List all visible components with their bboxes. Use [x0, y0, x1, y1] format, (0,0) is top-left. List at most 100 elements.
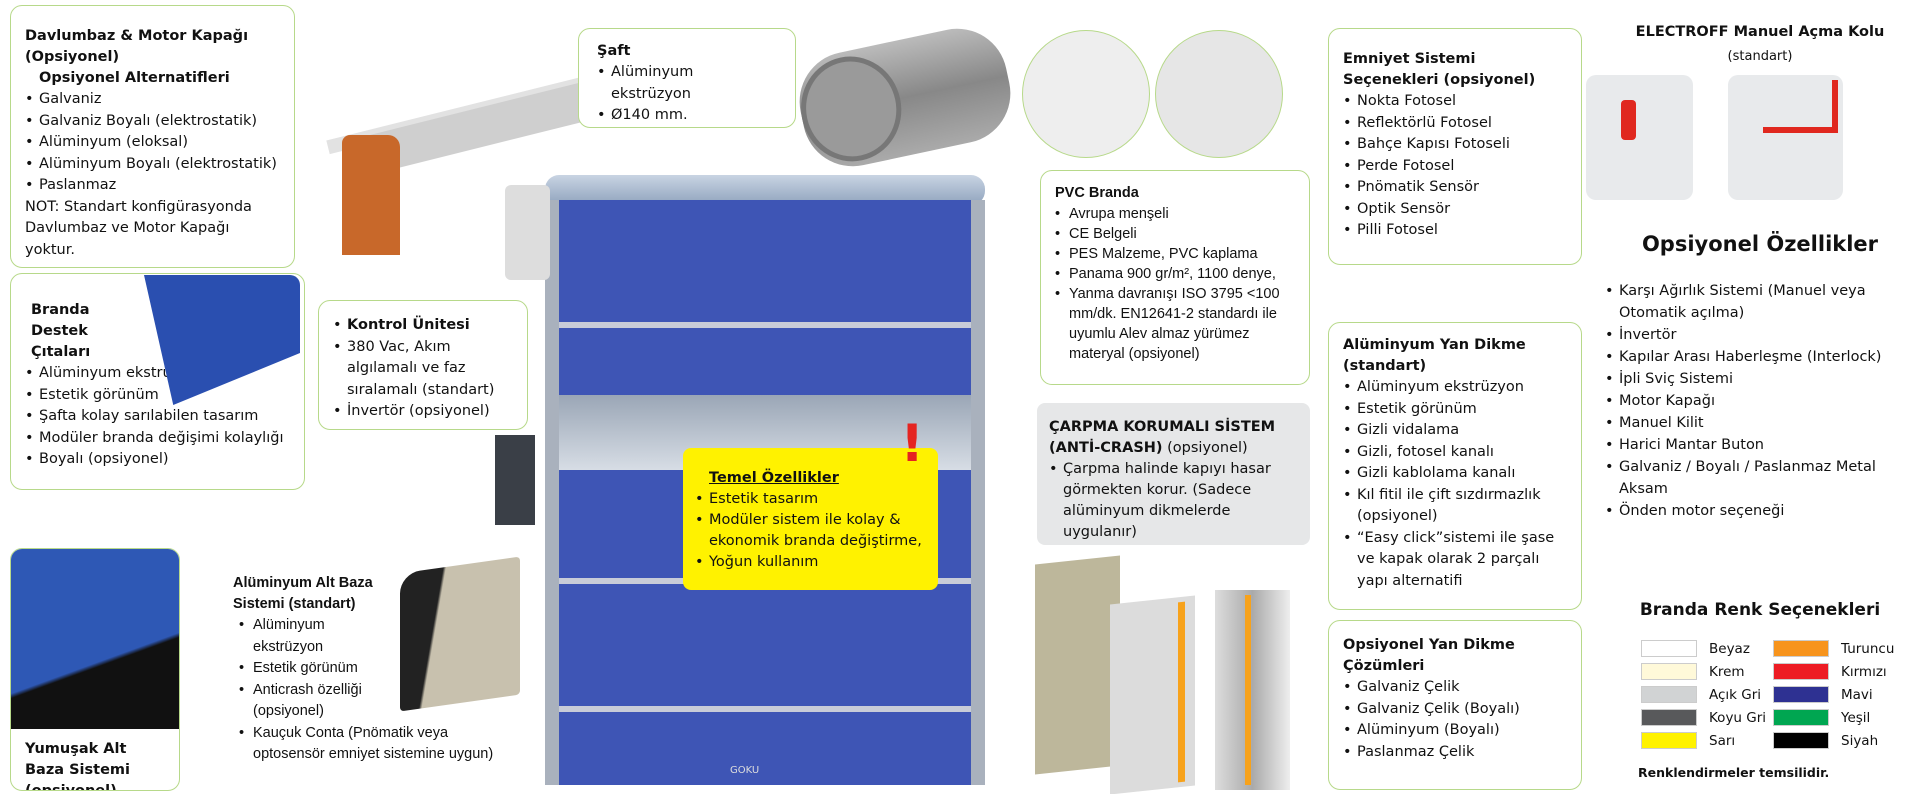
- sensor-image: [1155, 30, 1283, 158]
- ops-yan-list: Galvaniz ÇelikGalvaniz Çelik (Boyalı)Alü…: [1343, 677, 1567, 763]
- color-swatch: [1641, 709, 1697, 726]
- list-item: İpli Sviç Sistemi: [1605, 368, 1917, 390]
- list-item: Nokta Fotosel: [1343, 91, 1567, 113]
- list-item: Motor Kapağı: [1605, 390, 1917, 412]
- list-item: Optik Sensör: [1343, 199, 1567, 221]
- soft-bottom-image: [11, 549, 179, 729]
- list-item: Alüminyum (Boyalı): [1343, 720, 1567, 742]
- alt-baza-title: Alüminyum Alt Baza Sistemi (standart): [233, 575, 373, 612]
- handle-image-2: [1728, 75, 1843, 200]
- color-swatch: [1773, 709, 1829, 726]
- list-item: Ø140 mm.: [597, 105, 777, 127]
- list-item: Modüler branda değişimi kolaylığı: [25, 428, 290, 450]
- kontrol-box: Kontrol Ünitesi 380 Vac, Akım algılamalı…: [318, 300, 528, 430]
- list-item: Avrupa menşeli: [1055, 204, 1295, 224]
- list-item: Boyalı (opsiyonel): [25, 449, 290, 471]
- list-item: Anticrash özelliği (opsiyonel): [239, 680, 393, 723]
- emniyet-list: Nokta FotoselReflektörlü FotoselBahçe Ka…: [1343, 91, 1567, 242]
- color-swatch: [1773, 640, 1829, 657]
- door-brand: GOKU: [730, 765, 760, 776]
- color-option: Beyaz: [1641, 638, 1773, 659]
- list-item: Kauçuk Conta (Pnömatik veya optosensör e…: [239, 723, 521, 766]
- list-item: Estetik görünüm: [25, 385, 290, 407]
- yumusak-box: Yumuşak Alt Baza Sistemi (opsiyonel): [10, 548, 180, 791]
- davlumbaz-box: Davlumbaz & Motor Kapağı (Opsiyonel) Ops…: [10, 5, 295, 268]
- kontrol-items: 380 Vac, Akım algılamalı ve faz sıralama…: [333, 337, 513, 423]
- hood-image: [320, 30, 592, 255]
- exclamation-icon: !: [900, 414, 924, 474]
- list-item: Gizli vidalama: [1343, 420, 1567, 442]
- list-item: Pilli Fotosel: [1343, 220, 1567, 242]
- color-swatch: [1641, 686, 1697, 703]
- color-label: Mavi: [1841, 686, 1873, 703]
- list-item: Yoğun kullanım: [695, 552, 926, 573]
- color-option: Kırmızı: [1773, 661, 1913, 682]
- color-label: Beyaz: [1709, 640, 1750, 657]
- kontrol-title: Kontrol Ünitesi: [347, 317, 470, 333]
- list-item: “Easy click”sistemi ile şase ve kapak ol…: [1343, 528, 1567, 593]
- list-item: Çarpma halinde kapıyı hasar görmekten ko…: [1049, 459, 1298, 543]
- saft-title: Şaft: [597, 43, 631, 59]
- carpma-title: ÇARPMA KORUMALI SİSTEM: [1049, 419, 1276, 435]
- color-swatch: [1773, 732, 1829, 749]
- list-item: 380 Vac, Akım algılamalı ve faz sıralama…: [333, 337, 513, 402]
- color-swatch: [1641, 732, 1697, 749]
- renk-title: Branda Renk Seçenekleri: [1639, 600, 1881, 620]
- color-swatch: [1773, 686, 1829, 703]
- color-label: Siyah: [1841, 732, 1879, 749]
- ops-yan-box: Opsiyonel Yan Dikme Çözümleri Galvaniz Ç…: [1328, 620, 1582, 790]
- yan-dikme-title: Alüminyum Yan Dikme (standart): [1343, 337, 1526, 374]
- shaft-image: [790, 19, 1020, 176]
- color-label: Yeşil: [1841, 709, 1871, 726]
- list-item: Alüminyum ekstrüzyon: [597, 62, 777, 105]
- ops-yan-title: Opsiyonel Yan Dikme Çözümleri: [1343, 637, 1515, 674]
- kontrol-list: Kontrol Ünitesi: [333, 315, 513, 337]
- emniyet-box: Emniyet Sistemi Seçenekleri (opsiyonel) …: [1328, 28, 1582, 265]
- opsiyonel-title: Opsiyonel Özellikler: [1641, 232, 1879, 256]
- yan-dikme-box: Alüminyum Yan Dikme (standart) Alüminyum…: [1328, 322, 1582, 610]
- color-option: Koyu Gri: [1641, 707, 1773, 728]
- pvc-box: PVC Branda Avrupa menşeliCE BelgeliPES M…: [1040, 170, 1310, 385]
- color-label: Krem: [1709, 663, 1745, 680]
- list-item: Estetik görünüm: [239, 658, 393, 680]
- color-label: Turuncu: [1841, 640, 1895, 657]
- list-item: Alüminyum (eloksal): [25, 132, 280, 154]
- list-item: Galvaniz Çelik (Boyalı): [1343, 699, 1567, 721]
- list-item: Galvaniz Boyalı (elektrostatik): [25, 111, 280, 133]
- color-option: Turuncu: [1773, 638, 1913, 659]
- list-item: Galvaniz Çelik: [1343, 677, 1567, 699]
- list-item: Alüminyum ekstrüzyon: [25, 363, 290, 385]
- color-option: Krem: [1641, 661, 1773, 682]
- list-item: Alüminyum ekstrüzyon: [1343, 377, 1567, 399]
- list-item: Pnömatik Sensör: [1343, 177, 1567, 199]
- list-item: Galvaniz: [25, 89, 280, 111]
- list-item: Gizli, fotosel kanalı: [1343, 442, 1567, 464]
- bottom-profile-image: [400, 556, 520, 712]
- carpma-list: Çarpma halinde kapıyı hasar görmekten ko…: [1049, 459, 1298, 543]
- davlumbaz-note: NOT: Standart konfigürasyonda Davlumbaz …: [25, 198, 252, 258]
- photocell-image: [1022, 30, 1150, 158]
- list-item: Reflektörlü Fotosel: [1343, 113, 1567, 135]
- color-label: Koyu Gri: [1709, 709, 1767, 726]
- list-item: Manuel Kilit: [1605, 412, 1917, 434]
- electroff-subtitle: (standart): [1727, 49, 1793, 64]
- renk-note: Renklendirmeler temsilidir.: [1638, 765, 1830, 780]
- list-item: Perde Fotosel: [1343, 156, 1567, 178]
- saft-box: Şaft Alüminyum ekstrüzyonØ140 mm.: [578, 28, 796, 128]
- davlumbaz-subtitle: Opsiyonel Alternatifleri: [39, 70, 230, 86]
- color-option: Sarı: [1641, 730, 1773, 751]
- carpma-title2: (ANTİ-CRASH): [1049, 440, 1163, 456]
- list-item: Bahçe Kapısı Fotoseli: [1343, 134, 1567, 156]
- list-item: Galvaniz / Boyalı / Paslanmaz Metal Aksa…: [1605, 456, 1917, 500]
- list-item: Gizli kablolama kanalı: [1343, 463, 1567, 485]
- list-item: Estetik tasarım: [695, 489, 926, 510]
- carpma-box: ÇARPMA KORUMALI SİSTEM (ANTİ-CRASH) (ops…: [1037, 403, 1310, 545]
- electroff-title: ELECTROFF Manuel Açma Kolu: [1635, 24, 1885, 40]
- branda-destek-title: Branda Destek Çıtaları: [31, 302, 91, 360]
- temel-title: Temel Özellikler: [709, 470, 839, 486]
- list-item: Kıl fitil ile çift sızdırmazlık (opsiyon…: [1343, 485, 1567, 528]
- list-item: Panama 900 gr/m², 1100 denye,: [1055, 264, 1295, 284]
- list-item: Önden motor seçeneği: [1605, 500, 1917, 522]
- list-item: Harici Mantar Buton: [1605, 434, 1917, 456]
- color-label: Açık Gri: [1709, 686, 1762, 703]
